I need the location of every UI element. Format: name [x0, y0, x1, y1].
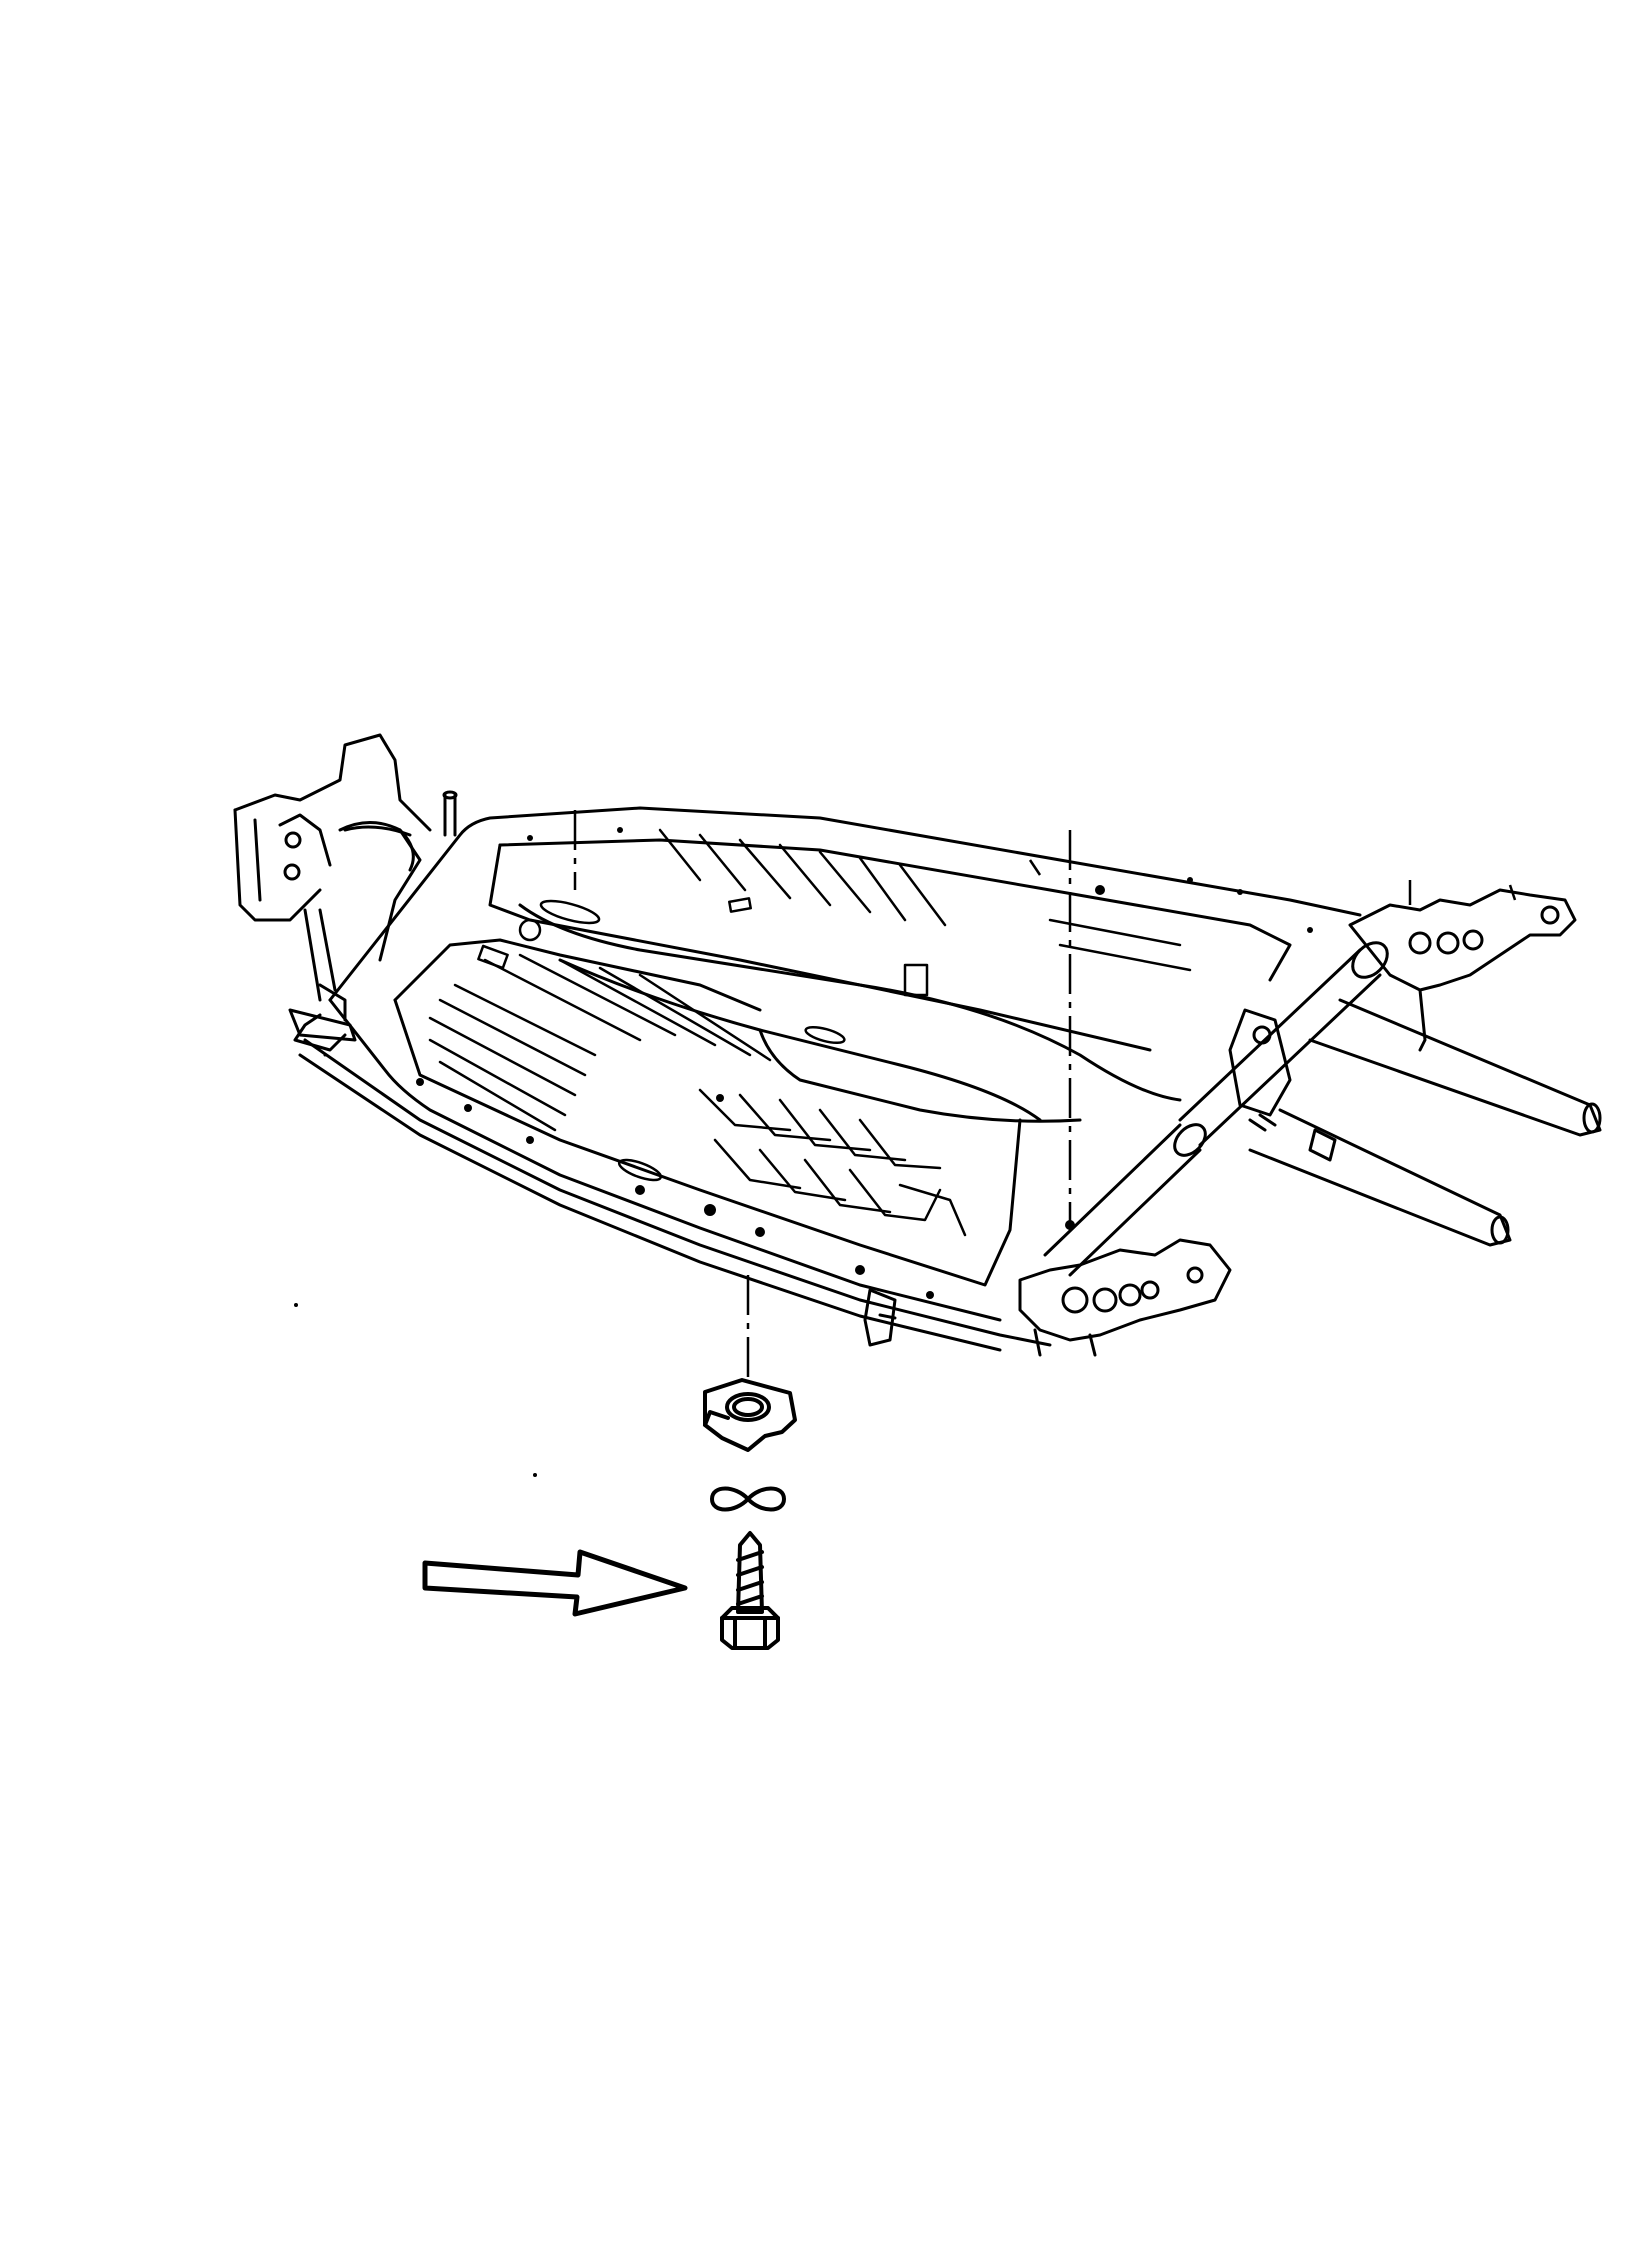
hex-bolt — [720, 1531, 780, 1650]
mounting-pad — [703, 1378, 797, 1452]
floor-pan-frame — [293, 806, 1362, 1352]
alignment-dashed-lines — [573, 810, 1517, 1380]
rear-subframe — [863, 888, 1602, 1357]
front-left-suspension-tower — [233, 733, 458, 1042]
outline-arrow-right-icon — [422, 1549, 688, 1617]
spring-washer — [710, 1486, 786, 1512]
stray-marks — [294, 1053, 537, 1477]
